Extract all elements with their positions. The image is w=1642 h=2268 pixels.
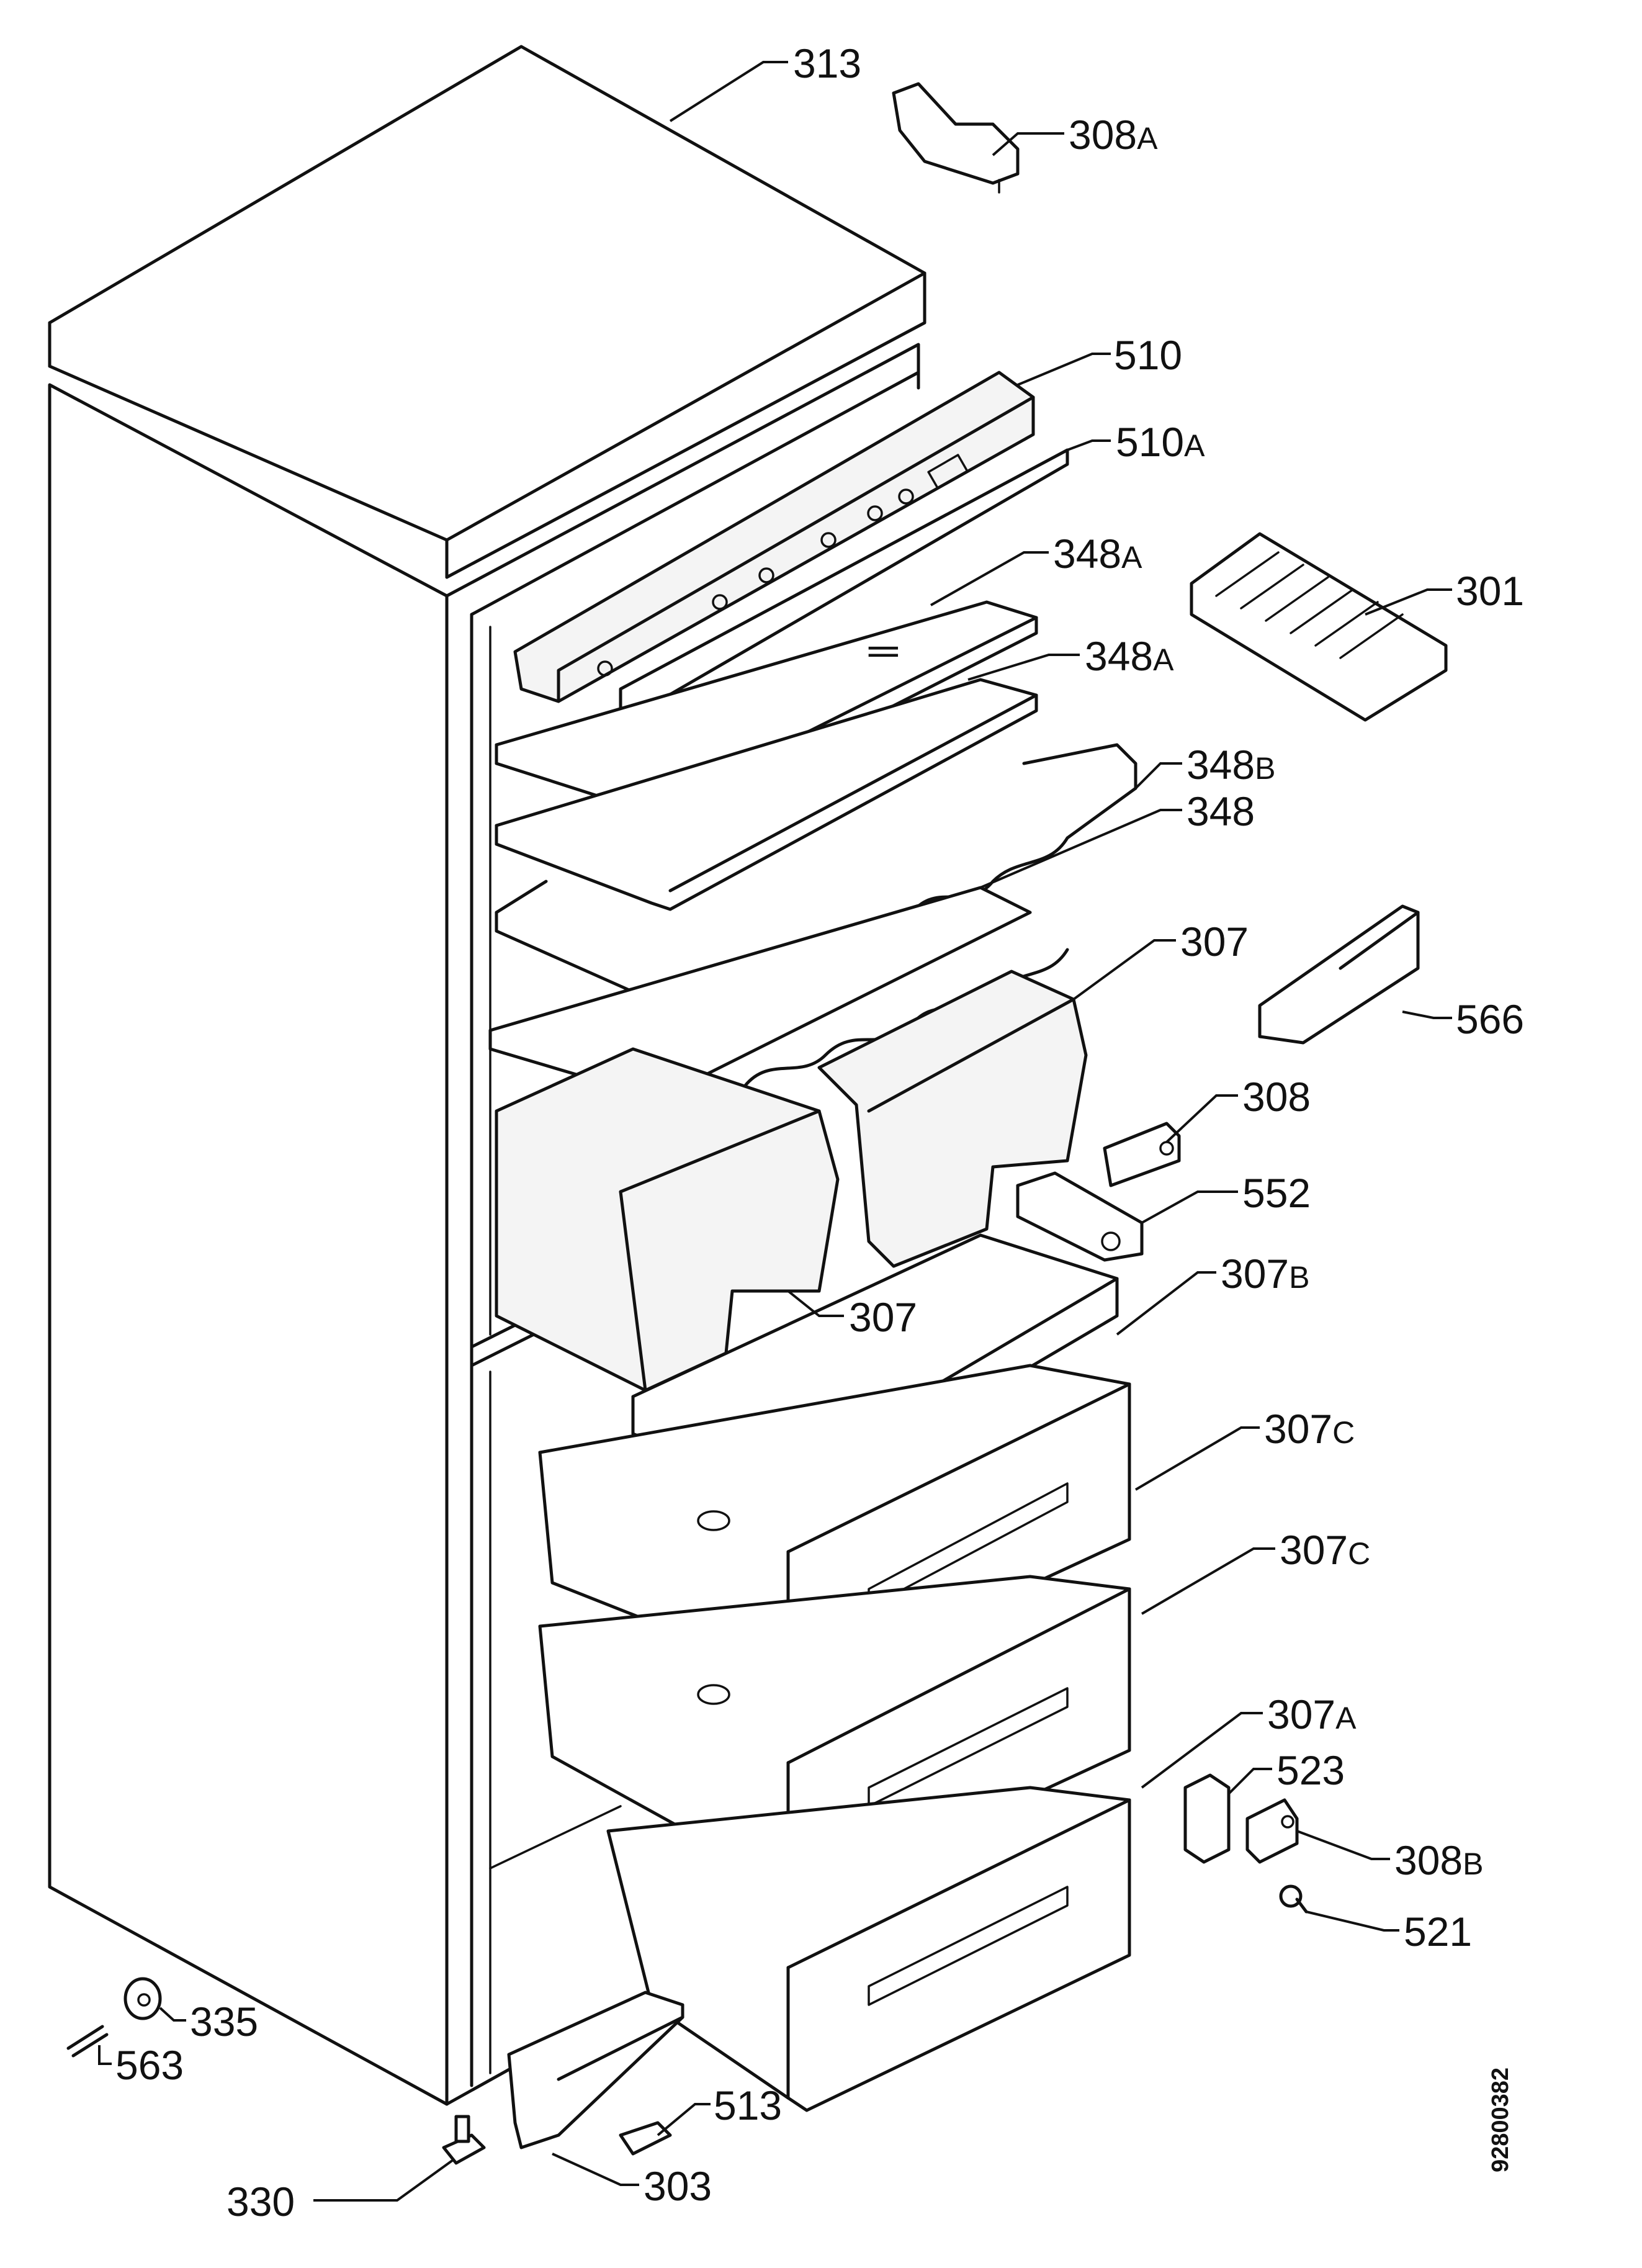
ice-tray-301 bbox=[1190, 532, 1448, 722]
svg-text:═: ═ bbox=[868, 627, 899, 673]
foot-cap-335 bbox=[123, 1977, 162, 2020]
callout-307b: 307B bbox=[1221, 1251, 1309, 1297]
egg-tray-566 bbox=[1258, 904, 1420, 1045]
crisper-drawer-left bbox=[495, 1047, 840, 1392]
callout-348b: 348B bbox=[1187, 742, 1275, 788]
callout-513: 513 bbox=[714, 2082, 782, 2128]
hinge-pin-552 bbox=[1016, 1171, 1144, 1262]
callout-348a-mid: 348A bbox=[1085, 633, 1174, 679]
callout-552: 552 bbox=[1242, 1170, 1311, 1216]
glass-shelf-middle bbox=[495, 678, 1038, 911]
callout-348a-top: 348A bbox=[1053, 531, 1142, 577]
callout-308b: 308B bbox=[1394, 1837, 1483, 1883]
callout-303: 303 bbox=[644, 2163, 712, 2209]
leader-lines bbox=[98, 61, 1452, 2202]
hinge-middle-308 bbox=[1103, 1122, 1181, 1187]
callout-510: 510 bbox=[1114, 332, 1182, 378]
callout-330: 330 bbox=[227, 2179, 295, 2225]
plinth-303 bbox=[507, 1991, 684, 2149]
callout-348: 348 bbox=[1187, 788, 1255, 834]
callout-308a: 308A bbox=[1069, 112, 1158, 158]
pin-563 bbox=[66, 2025, 109, 2058]
document-number: 92800382 bbox=[1487, 2068, 1514, 2172]
callout-307c-mid: 307C bbox=[1280, 1527, 1370, 1573]
callout-301: 301 bbox=[1456, 568, 1524, 614]
callout-307-upper: 307 bbox=[1180, 919, 1249, 965]
callout-563: 563 bbox=[115, 2042, 184, 2088]
crisper-drawer-right bbox=[817, 970, 1088, 1268]
cabinet-body bbox=[48, 45, 926, 2106]
clip-513 bbox=[619, 2121, 672, 2156]
callout-307-lower: 307 bbox=[849, 1294, 917, 1340]
freezer-drawer-bottom bbox=[606, 1786, 1131, 2112]
glass-shelf-lower bbox=[488, 886, 1032, 1100]
callout-335: 335 bbox=[190, 1999, 258, 2045]
callout-523: 523 bbox=[1276, 1747, 1345, 1793]
callout-521: 521 bbox=[1404, 1909, 1472, 1955]
callout-566: 566 bbox=[1456, 996, 1524, 1042]
hinge-bottom-308b bbox=[1245, 1798, 1299, 1864]
callout-307a: 307A bbox=[1267, 1691, 1357, 1737]
callout-307c-top: 307C bbox=[1264, 1406, 1355, 1452]
callout-labels: 313 308A 510 510A 348A 301 348A 348B 348… bbox=[115, 40, 1524, 2225]
control-panel bbox=[513, 371, 1069, 725]
adjustable-foot-330 bbox=[442, 2115, 486, 2165]
callout-510a: 510A bbox=[1116, 419, 1205, 465]
callout-313: 313 bbox=[793, 40, 861, 86]
screw-521 bbox=[1279, 1884, 1308, 1914]
bracket-523 bbox=[1183, 1773, 1231, 1864]
hinge-top-308a bbox=[892, 82, 1020, 194]
callout-308: 308 bbox=[1242, 1074, 1311, 1120]
